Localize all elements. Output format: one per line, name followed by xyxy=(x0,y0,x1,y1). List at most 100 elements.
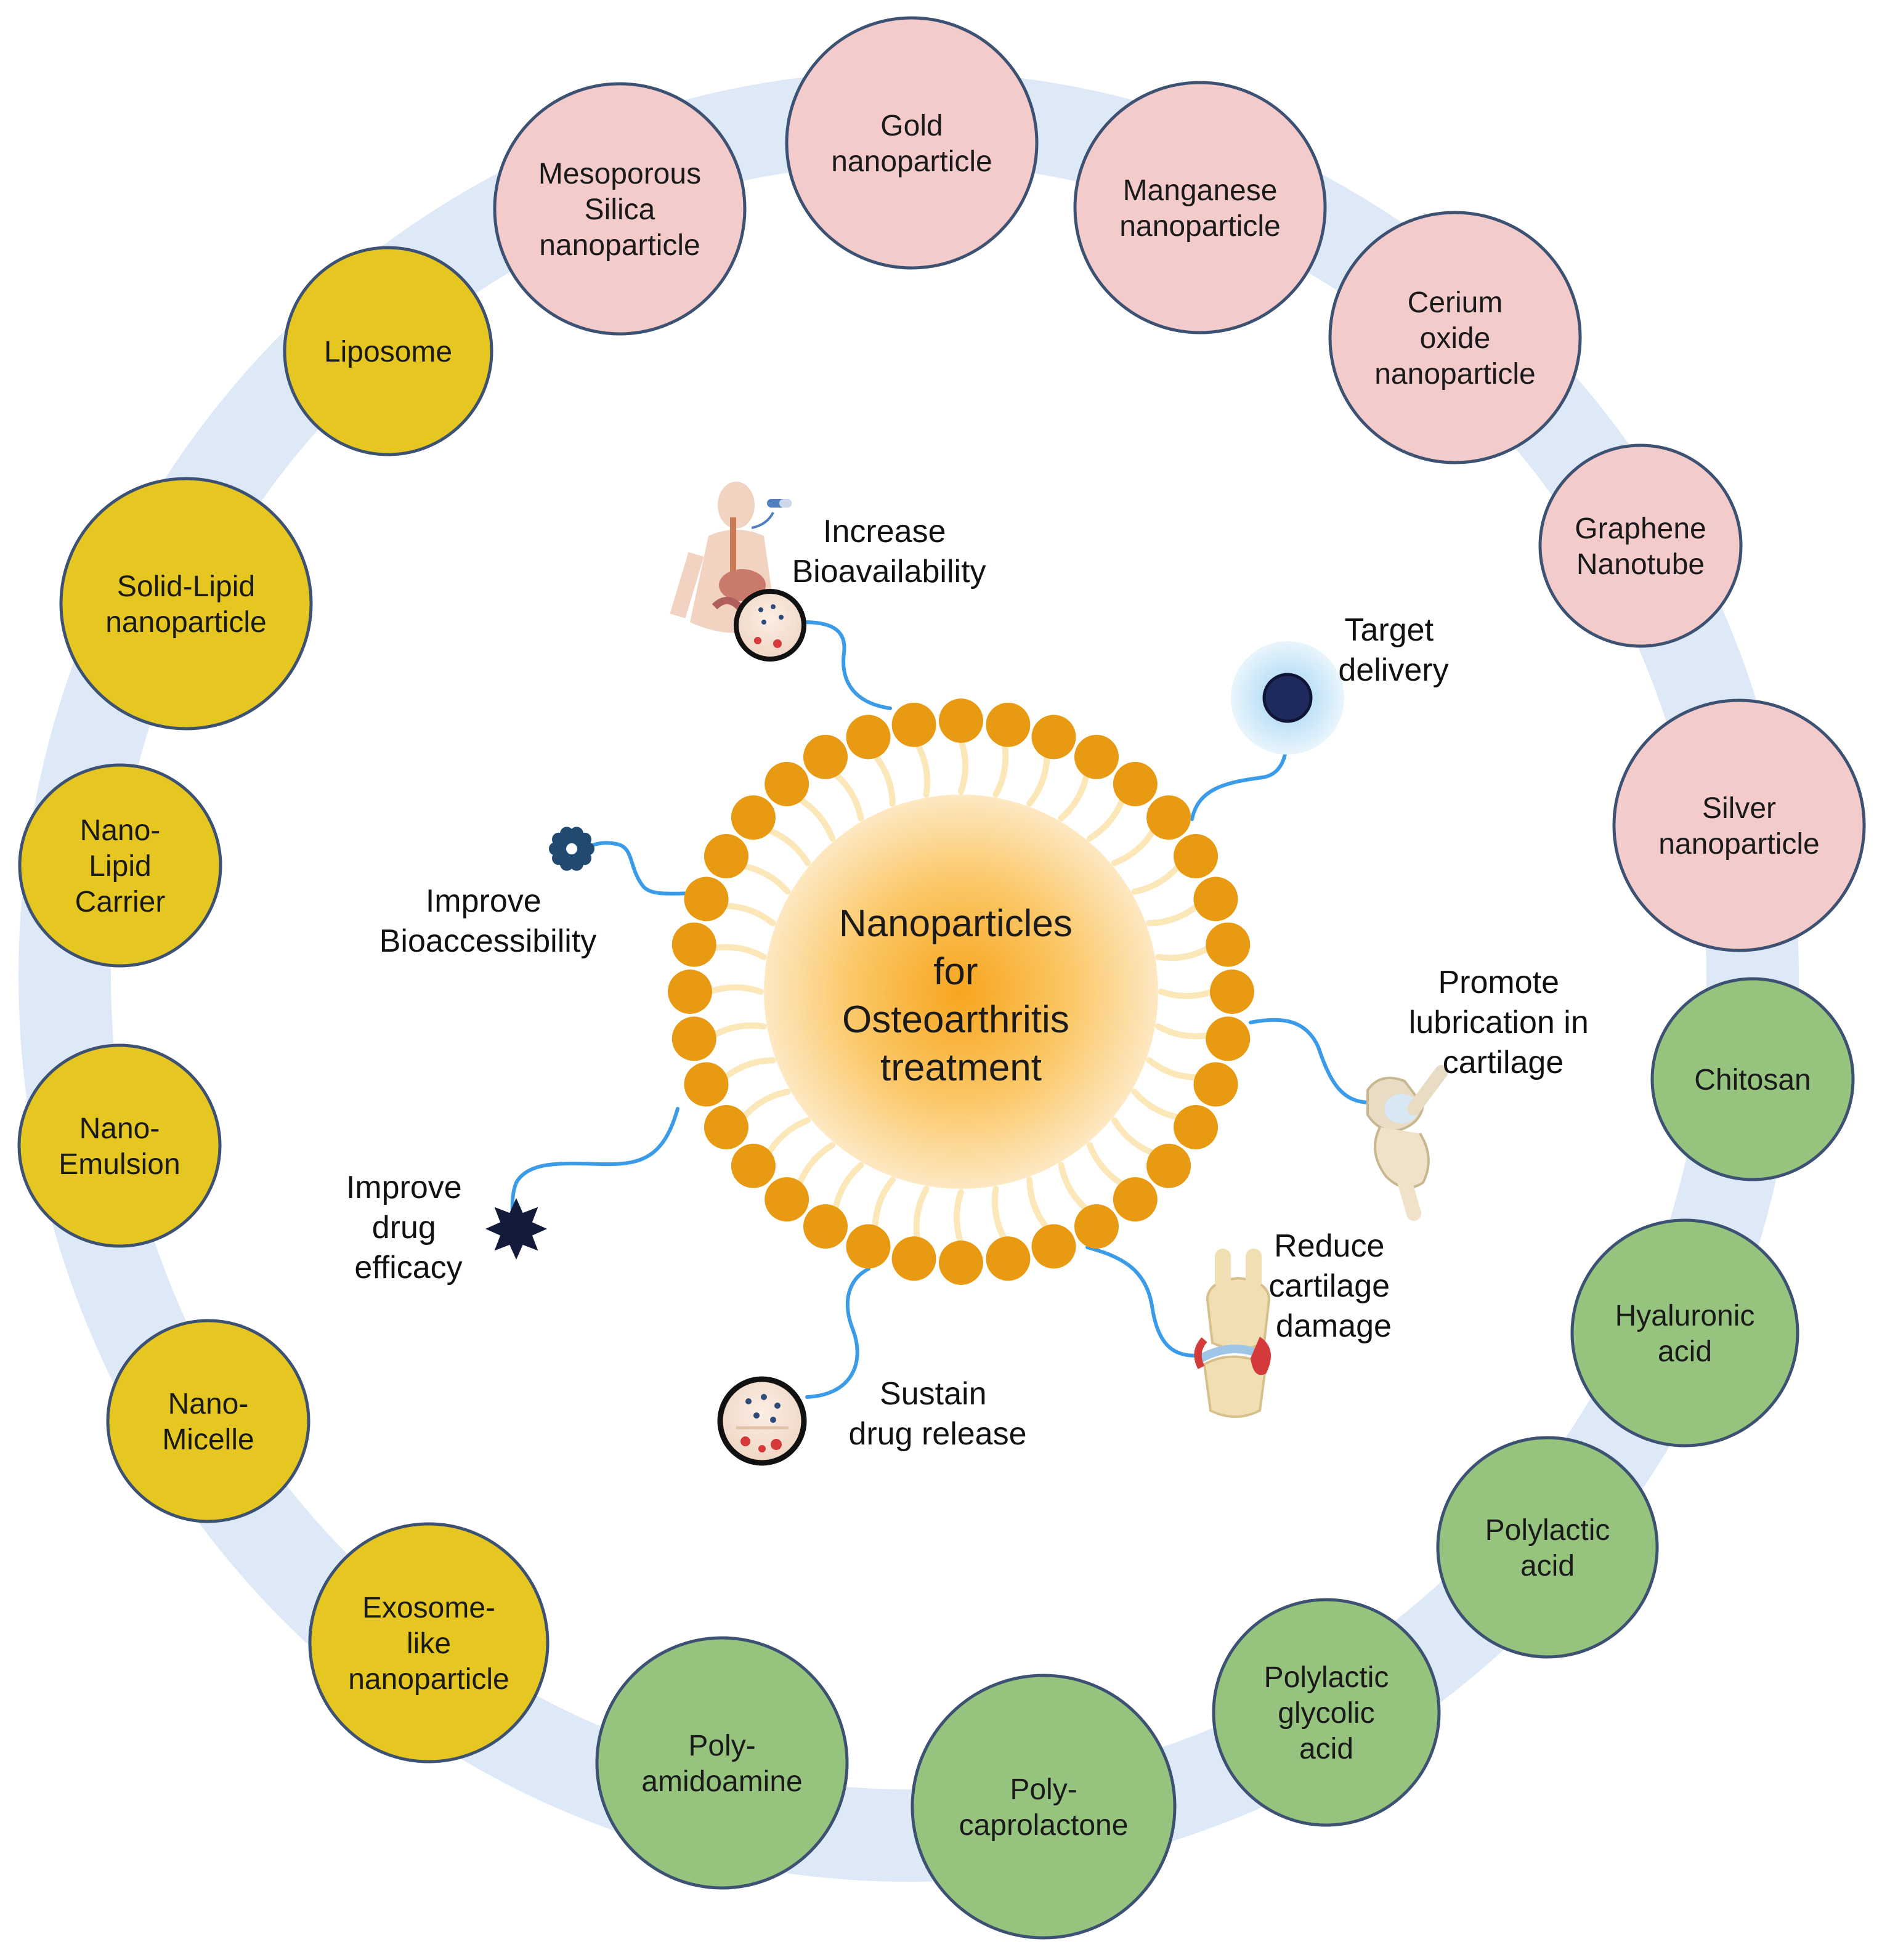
lipid-tail xyxy=(914,741,931,798)
ring-node-label: Poly-amidoamine xyxy=(641,1730,802,1798)
ring-node: Nano-Micelle xyxy=(106,1319,310,1523)
ring-node-label-line: Cerium xyxy=(1408,286,1503,319)
ring-node-label-line: Polylactic xyxy=(1264,1661,1389,1694)
benefit-label-line: cartilage xyxy=(1268,1268,1390,1304)
ring-node-label: Liposome xyxy=(324,336,452,368)
lipid-head-bead xyxy=(1174,834,1219,878)
lipid-tail xyxy=(710,944,767,960)
lipid-head-bead xyxy=(765,761,809,806)
lipid-head-bead xyxy=(1074,734,1119,779)
knee-joint-icon xyxy=(1366,1065,1448,1221)
lipid-head-bead xyxy=(1031,715,1076,759)
lipid-tail xyxy=(796,1142,836,1188)
lipid-tail xyxy=(954,1189,964,1246)
ring-node-circle xyxy=(595,1636,849,1890)
ring-node-label-line: nanoparticle xyxy=(105,606,267,639)
lipid-head-bead xyxy=(1146,795,1191,840)
ring-node-label-line: Nano- xyxy=(168,1388,249,1420)
ring-node-circle xyxy=(1612,699,1866,952)
benefit-label-line: Improve xyxy=(426,883,541,919)
ring-node-circle xyxy=(1436,1436,1659,1659)
benefit-label-line: Sustain xyxy=(880,1376,986,1412)
lipid-head-bead xyxy=(671,1016,716,1061)
lipid-head-bead xyxy=(1074,1204,1119,1249)
ring-node-label-line: Gold xyxy=(880,110,943,142)
ring-node-circle xyxy=(1650,977,1855,1181)
lipid-tail xyxy=(1146,1057,1201,1081)
ring-node-circle xyxy=(308,1522,550,1764)
benefit-connector-line xyxy=(1085,1245,1206,1358)
ring-node-circle xyxy=(59,477,313,731)
lipid-tail xyxy=(1158,989,1215,999)
lipid-head-bead xyxy=(671,922,716,967)
ring-node-label-line: Emulsion xyxy=(59,1148,180,1181)
center-title-line: for xyxy=(933,950,978,993)
ring-node-circle xyxy=(283,246,493,456)
ring-node-label: Poly-caprolactone xyxy=(959,1773,1129,1842)
ring-node-circle xyxy=(1328,211,1582,464)
lipid-head-bead xyxy=(1031,1224,1076,1269)
ring-node-label-line: Exosome- xyxy=(362,1592,495,1624)
lipid-tail xyxy=(958,737,968,795)
lipid-tail xyxy=(1086,1142,1126,1188)
lipid-head-bead xyxy=(986,1236,1031,1281)
lipid-tail xyxy=(913,1186,930,1242)
benefit-label-line: drug release xyxy=(848,1416,1026,1452)
lipid-head-bead xyxy=(891,702,936,747)
benefit-connector-line xyxy=(805,1267,870,1399)
lipid-tail xyxy=(832,1162,864,1213)
benefit-promote-lubrication: Promote lubrication in cartilage xyxy=(1409,965,1597,1080)
ring-node-label-line: Nano- xyxy=(80,814,161,847)
lipid-tails xyxy=(707,737,1215,1246)
ring-node-circle xyxy=(1538,443,1743,648)
ring-node-label-line: Manganese xyxy=(1123,174,1278,207)
lipid-tail xyxy=(721,1057,776,1081)
gear-particle-icon xyxy=(549,827,594,871)
lipid-head-bead xyxy=(939,699,983,743)
ring-node-label-line: nanoparticle xyxy=(539,229,700,262)
ring-node-circle xyxy=(911,1674,1177,1940)
lipid-head-bead xyxy=(846,1224,891,1269)
lipid-tail xyxy=(796,796,836,841)
ring-node-label-line: nanoparticle xyxy=(1374,358,1536,391)
nanoparticle-core xyxy=(764,795,1158,1189)
benefit-label-line: lubrication in xyxy=(1409,1005,1589,1040)
target-sphere-icon xyxy=(1231,641,1344,755)
center-title-line: Osteoarthritis xyxy=(842,998,1069,1041)
lipid-tail xyxy=(872,752,896,807)
benefit-target-delivery: Target delivery xyxy=(1338,612,1448,688)
lipid-tail xyxy=(1058,1162,1090,1213)
benefit-icons xyxy=(485,482,1448,1466)
benefit-improve-drug-efficacy: Improve drug efficacy xyxy=(346,1170,471,1286)
lipid-tail xyxy=(872,1176,896,1231)
lipid-tail xyxy=(1155,1023,1212,1040)
benefit-label-line: delivery xyxy=(1338,652,1448,688)
lipid-tail xyxy=(1155,945,1212,962)
benefit-label-line: Bioaccessibility xyxy=(379,923,597,959)
benefit-increase-bioavailability: Increase Bioavailability xyxy=(792,514,986,589)
ring-node-label: Nano-Micelle xyxy=(162,1388,254,1456)
lipid-head-bead xyxy=(939,1241,983,1285)
ring-node-label-line: Silver xyxy=(1702,792,1776,825)
benefit-label-line: efficacy xyxy=(354,1250,462,1286)
ring-node: Nano-Emulsion xyxy=(17,1043,222,1248)
benefit-label-line: drug xyxy=(372,1210,436,1245)
lipid-tail xyxy=(721,902,776,926)
lipid-head-bead xyxy=(803,1204,848,1249)
lipid-head-bead xyxy=(684,877,729,921)
ring-node-label-line: Mesoporous xyxy=(538,158,701,190)
ring-node-label-line: Poly- xyxy=(1010,1773,1077,1806)
